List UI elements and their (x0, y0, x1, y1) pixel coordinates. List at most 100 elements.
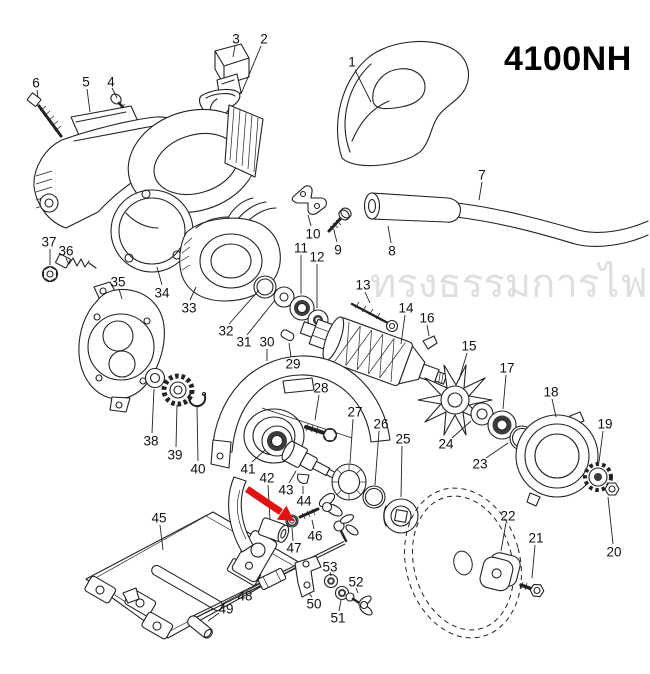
part-11-ball-bearing-drawing (289, 295, 315, 321)
part-19-gear-drawing (583, 462, 613, 492)
part-number-12: 12 (309, 250, 324, 265)
part-15-fan-drawing (417, 364, 493, 436)
leader-line-part-45 (159, 524, 164, 551)
part-42-guide-arm-drawing (228, 476, 290, 553)
part-34-baffle-plate-drawing (110, 189, 194, 273)
part-number-37: 37 (41, 235, 56, 250)
leader-line-part-28 (314, 394, 320, 421)
part-number-20: 20 (606, 545, 621, 560)
part-24-washer-drawing (470, 402, 494, 426)
part-number-53: 53 (322, 560, 337, 575)
part-52-wing-screw-drawing (345, 592, 373, 616)
part-number-38: 38 (143, 434, 158, 449)
part-9-screw-drawing (327, 207, 352, 233)
leader-line-part-38 (151, 388, 155, 434)
leader-line-part-24 (451, 420, 472, 439)
leader-line-part-16 (426, 324, 430, 337)
part-number-52: 52 (348, 575, 363, 590)
part-number-39: 39 (167, 448, 182, 463)
red-arrow-annotation (245, 486, 294, 521)
part-1-handle-cover-drawing (336, 41, 469, 167)
part-number-18: 18 (543, 385, 558, 400)
part-number-45: 45 (151, 511, 166, 526)
leader-line-part-22 (500, 522, 507, 552)
part-number-21: 21 (528, 531, 543, 546)
leader-line-part-8 (387, 225, 392, 244)
model-title: 4100NH (504, 40, 632, 78)
part-number-51: 51 (330, 611, 345, 626)
leader-line-part-47 (291, 527, 294, 542)
leader-line-part-46 (311, 519, 315, 530)
leader-line-part-1 (354, 69, 372, 103)
part-33-field-drawing (179, 197, 281, 302)
leader-line-part-51 (338, 599, 342, 612)
leader-line-part-32 (228, 289, 260, 325)
part-18-bearing-box-drawing (515, 411, 599, 507)
part-number-40: 40 (190, 462, 205, 477)
part-number-47: 47 (286, 541, 301, 556)
leader-line-part-33 (189, 286, 197, 301)
leader-line-part-49 (207, 612, 220, 622)
part-number-27: 27 (347, 405, 362, 420)
lock-lever-drawing (333, 514, 359, 543)
part-number-24: 24 (438, 437, 454, 452)
part-number-16: 16 (419, 311, 434, 326)
part-number-32: 32 (218, 324, 233, 339)
part-number-42: 42 (259, 471, 274, 486)
leader-line-part-34 (156, 266, 163, 286)
part-number-29: 29 (285, 357, 300, 372)
leader-line-part-29 (288, 342, 292, 358)
part-number-10: 10 (305, 227, 320, 242)
part-36-screw-drawing (55, 253, 97, 269)
part-number-35: 35 (110, 275, 125, 290)
part-number-11: 11 (294, 241, 308, 256)
part-number-1: 1 (348, 55, 356, 70)
part-50-bracket-drawing (294, 555, 322, 598)
leader-line-part-41 (251, 449, 266, 463)
leader-line-part-43 (288, 470, 297, 484)
leader-line-part-23 (485, 442, 509, 459)
part-number-14: 14 (398, 301, 414, 316)
part-number-2: 2 (260, 32, 268, 47)
leader-line-part-13 (364, 291, 371, 304)
leader-line-part-18 (551, 398, 557, 418)
leader-line-part-19 (598, 430, 604, 463)
part-22-outer-flange-drawing (479, 552, 521, 592)
part-43-spindle-drawing (281, 440, 337, 479)
leader-line-part-53 (329, 571, 332, 577)
part-number-6: 6 (32, 76, 40, 91)
leader-line-part-5 (86, 88, 91, 113)
part-number-46: 46 (307, 529, 322, 544)
part-6-screw-drawing (26, 92, 63, 138)
part-39-gear-drawing (161, 373, 195, 407)
leader-line-part-39 (175, 404, 178, 448)
leader-line-part-25 (400, 445, 403, 498)
leader-line-part-52 (355, 587, 359, 594)
leader-line-part-40 (196, 406, 199, 462)
part-48-rod-sleeve-drawing (257, 567, 287, 591)
part-number-19: 19 (597, 417, 612, 432)
leader-line-part-50 (308, 592, 313, 598)
motor-housing-drawing (33, 104, 264, 229)
part-number-34: 34 (154, 286, 170, 301)
part-number-9: 9 (334, 243, 342, 258)
part-number-50: 50 (306, 597, 321, 612)
diagram-artwork (26, 41, 649, 640)
part-number-48: 48 (237, 589, 252, 604)
part-20-nut-drawing (604, 482, 620, 496)
leader-line-part-2 (240, 45, 262, 95)
part-35-gear-housing-drawing (78, 281, 165, 413)
leader-line-part-14 (400, 314, 406, 345)
part-29-pin-drawing (280, 329, 295, 342)
part-number-15: 15 (461, 339, 476, 354)
leader-line-part-4 (111, 87, 118, 99)
part-14-armature-drawing (299, 316, 448, 387)
part-27-bearing-retainer-drawing (331, 463, 367, 501)
part-number-22: 22 (500, 509, 515, 524)
part-38-bushing-drawing (144, 367, 166, 389)
leader-line-part-48 (251, 585, 262, 593)
part-51-nut-drawing (334, 585, 350, 601)
leader-line-part-7 (478, 181, 483, 201)
